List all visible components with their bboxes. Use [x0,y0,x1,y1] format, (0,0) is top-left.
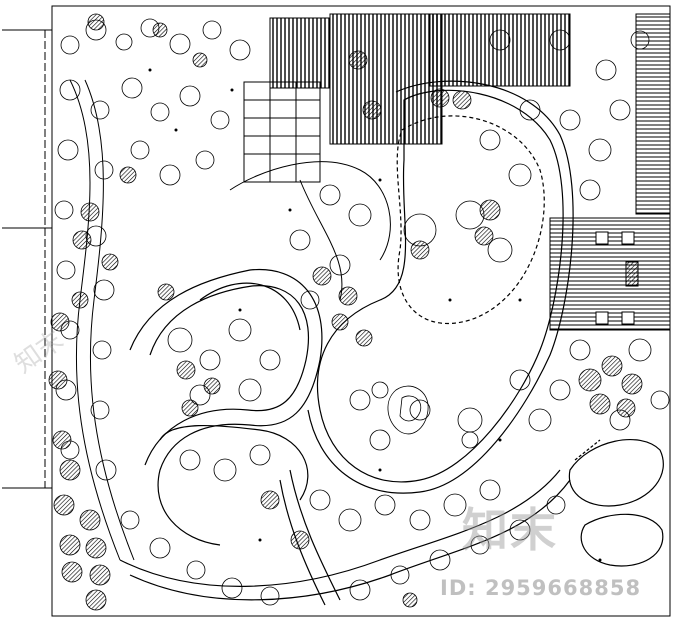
walkway-north [229,161,391,301]
garden-beds-east [568,439,664,567]
tree-canopies [54,18,670,606]
rock-feature [371,381,479,449]
shrub-markers [148,68,602,562]
central-lawn [307,80,574,494]
deck-structure-top [269,13,571,145]
evergreen-trees [48,13,643,611]
right-vertical-strip [635,13,671,215]
right-boardwalk [549,217,671,331]
pavilion-building [243,81,321,183]
watermark-logo: 知末 [462,503,558,557]
watermark-id: ID: 2959668858 [440,576,642,600]
walkway-west-edge [69,79,135,561]
walkway-loop-west [129,268,323,546]
